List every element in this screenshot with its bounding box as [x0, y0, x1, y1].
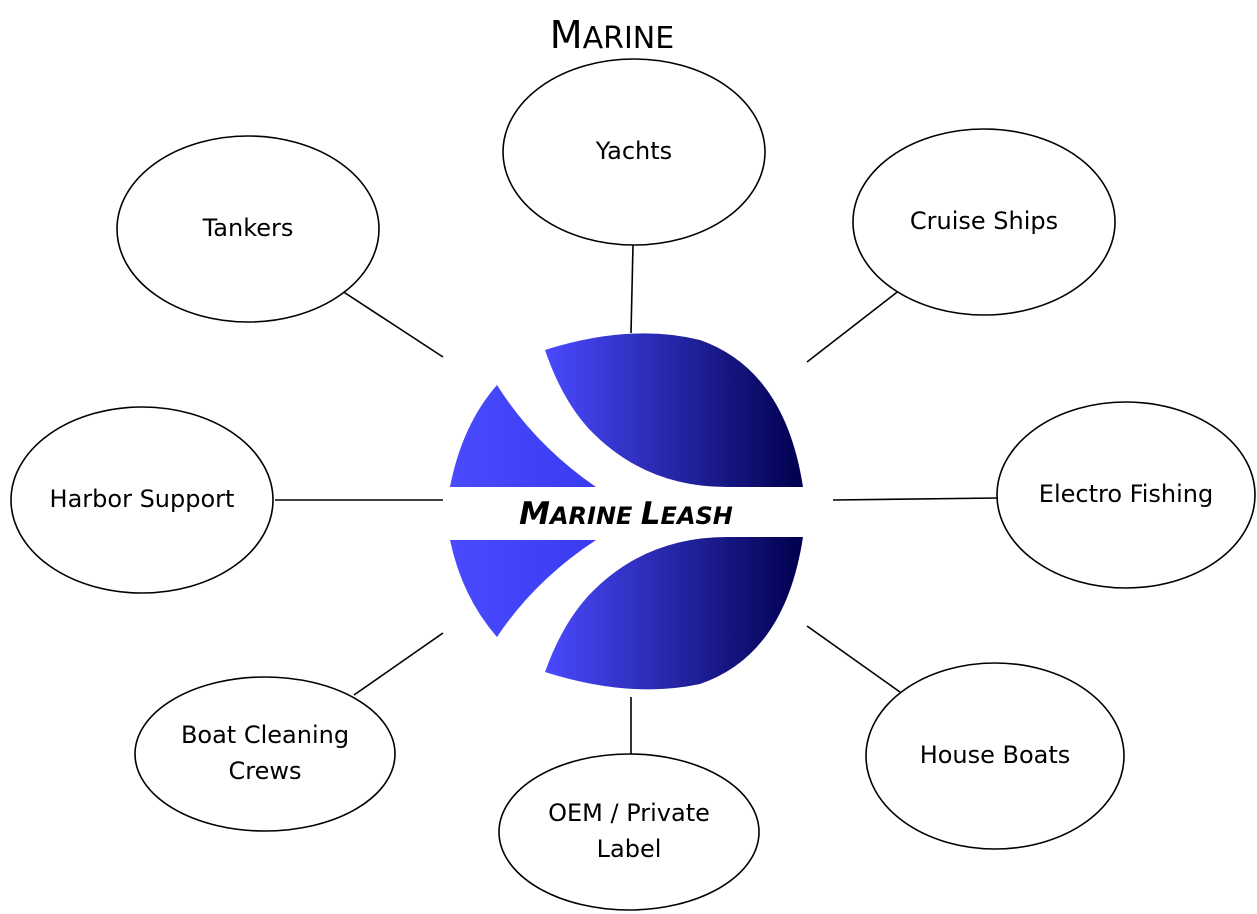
node-label-harbor-support: Harbor Support: [50, 485, 235, 513]
node-tankers: Tankers: [116, 135, 380, 323]
node-ellipse-boat-cleaning-crews: [134, 676, 396, 832]
node-ellipse-yachts: [502, 58, 766, 246]
node-yachts: Yachts: [502, 58, 766, 246]
node-label-house-boats: House Boats: [920, 741, 1071, 769]
node-ellipse-oem-private-label: [498, 753, 760, 911]
node-label-tankers: Tankers: [202, 214, 294, 242]
logo-text-eash: EASH: [661, 502, 733, 530]
connector-yachts: [630, 244, 634, 334]
node-ellipse-harbor-support: [10, 406, 274, 594]
logo-lower-left-segment: [450, 540, 596, 637]
node-ellipse-electro-fishing: [996, 401, 1256, 589]
title-first-letter: M: [550, 13, 583, 57]
node-label-electro-fishing: Electro Fishing: [1039, 480, 1213, 508]
node-label-boat-cleaning-crews-line-1: Boat Cleaning: [181, 721, 349, 749]
connector-tankers: [338, 288, 444, 358]
node-label-oem-private-label-line-2: Label: [597, 835, 662, 863]
connector-house-boats: [806, 625, 908, 698]
logo-text: MARINE LEASH: [519, 496, 733, 532]
node-label-cruise-ships: Cruise Ships: [910, 207, 1058, 235]
node-electro-fishing: Electro Fishing: [996, 401, 1256, 589]
marine-leash-logo: MARINE LEASH: [450, 333, 803, 690]
logo-lower-right-segment: [545, 537, 803, 690]
connector-cruise-ships: [806, 285, 906, 363]
node-ellipse-tankers: [116, 135, 380, 323]
node-label-boat-cleaning-crews-line-2: Crews: [229, 757, 302, 785]
logo-text-space: [632, 502, 640, 530]
node-label-oem-private-label-line-1: OEM / Private: [548, 799, 710, 827]
node-house-boats: House Boats: [865, 662, 1125, 850]
node-label-yachts: Yachts: [595, 137, 672, 165]
logo-text-arine: ARINE: [548, 502, 633, 530]
node-ellipse-house-boats: [865, 662, 1125, 850]
node-cruise-ships: Cruise Ships: [852, 128, 1116, 316]
connector-boat-cleaning-crews: [353, 632, 444, 696]
logo-text-m: M: [519, 496, 550, 532]
connectors: [275, 244, 999, 755]
diagram-title: MARINE: [550, 13, 674, 57]
node-ellipse-cruise-ships: [852, 128, 1116, 316]
logo-text-l: L: [641, 496, 661, 532]
connector-electro-fishing: [832, 497, 999, 501]
node-harbor-support: Harbor Support: [10, 406, 274, 594]
title-rest: ARINE: [583, 21, 675, 56]
logo-upper-left-segment: [450, 385, 596, 487]
logo-upper-right-segment: [545, 333, 803, 487]
